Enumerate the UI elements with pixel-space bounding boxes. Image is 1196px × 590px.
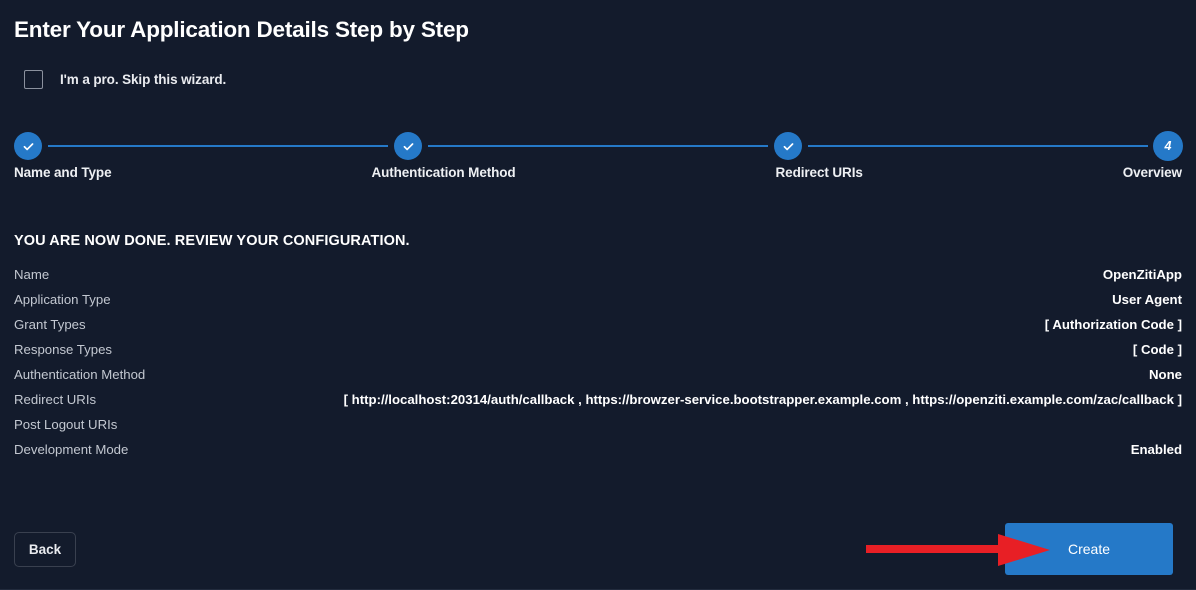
step-number: 4 [1164,138,1172,153]
configuration-summary: Name OpenZitiApp Application Type User A… [14,267,1182,467]
skip-wizard-label: I'm a pro. Skip this wizard. [60,72,227,87]
step-label-overview[interactable]: Overview [1122,165,1182,180]
summary-label: Development Mode [14,442,129,457]
step-label-name-and-type[interactable]: Name and Type [14,165,112,180]
check-icon [783,142,793,150]
back-button[interactable]: Back [14,532,76,567]
stepper-connector-3 [808,145,1148,147]
page-title: Enter Your Application Details Step by S… [14,17,469,42]
summary-row-authentication-method: Authentication Method None [14,367,1182,392]
summary-value: OpenZitiApp [1102,267,1182,282]
stepper-labels: Name and Type Authentication Method Redi… [14,165,1182,180]
summary-row-redirect-uris: Redirect URIs [ http://localhost:20314/a… [14,392,1182,417]
skip-wizard-checkbox[interactable] [24,70,43,89]
step-node-redirect-uris[interactable] [774,132,802,160]
check-icon [403,142,413,150]
summary-label: Post Logout URIs [14,417,118,432]
summary-value: [ Authorization Code ] [1044,317,1182,332]
step-label-authentication-method[interactable]: Authentication Method [371,165,516,180]
step-label-redirect-uris[interactable]: Redirect URIs [775,165,863,180]
create-button[interactable]: Create [1005,523,1173,575]
stepper-track: 4 [14,129,1182,163]
check-icon [23,142,33,150]
wizard-stepper: 4 Name and Type Authentication Method Re… [14,129,1182,191]
summary-label: Application Type [14,292,111,307]
summary-label: Authentication Method [14,367,146,382]
summary-row-name: Name OpenZitiApp [14,267,1182,292]
summary-label: Redirect URIs [14,392,97,407]
summary-row-response-types: Response Types [ Code ] [14,342,1182,367]
summary-row-post-logout-uris: Post Logout URIs [14,417,1182,442]
step-node-authentication-method[interactable] [394,132,422,160]
summary-value: None [1149,367,1182,382]
summary-row-application-type: Application Type User Agent [14,292,1182,317]
wizard-footer: Back Create [14,523,1182,575]
review-heading: YOU ARE NOW DONE. REVIEW YOUR CONFIGURAT… [14,233,410,249]
skip-wizard-row[interactable]: I'm a pro. Skip this wizard. [24,70,1182,89]
summary-label: Name [14,267,50,282]
summary-value: User Agent [1112,292,1182,307]
summary-value: Enabled [1130,442,1182,457]
summary-label: Response Types [14,342,112,357]
summary-row-grant-types: Grant Types [ Authorization Code ] [14,317,1182,342]
summary-value: [ http://localhost:20314/auth/callback ,… [343,392,1182,407]
stepper-connector-1 [48,145,388,147]
step-node-name-and-type[interactable] [14,132,42,160]
summary-row-development-mode: Development Mode Enabled [14,442,1182,467]
summary-value: [ Code ] [1132,342,1182,357]
stepper-connector-2 [428,145,768,147]
summary-label: Grant Types [14,317,86,332]
step-node-overview[interactable]: 4 [1154,132,1182,160]
